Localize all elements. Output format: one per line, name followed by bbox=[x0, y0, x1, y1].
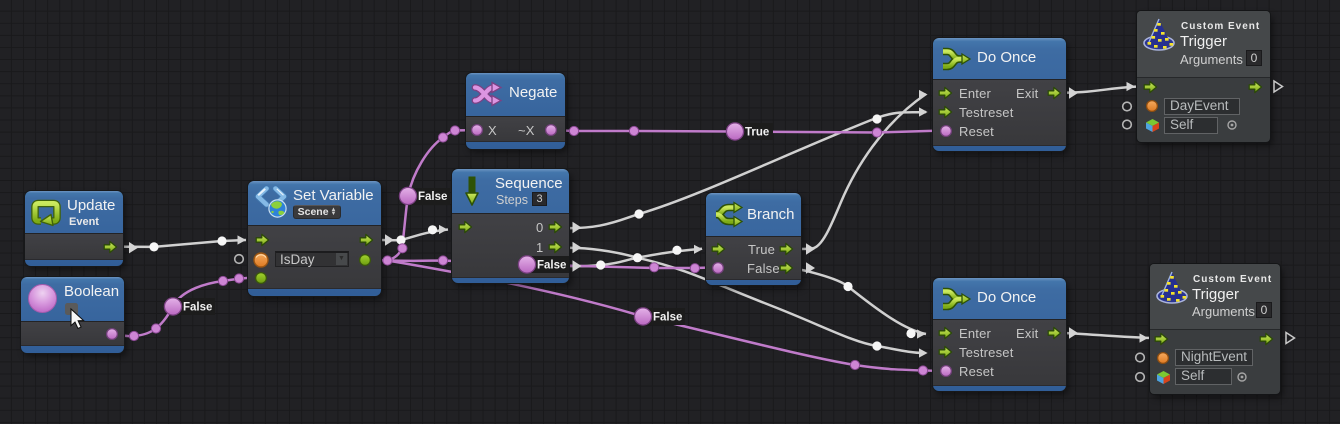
svg-text:False: False bbox=[537, 260, 566, 272]
svg-text:False: False bbox=[418, 191, 447, 203]
svg-text:False: False bbox=[653, 312, 682, 324]
svg-text:True: True bbox=[745, 127, 769, 139]
svg-text:False: False bbox=[183, 302, 212, 314]
